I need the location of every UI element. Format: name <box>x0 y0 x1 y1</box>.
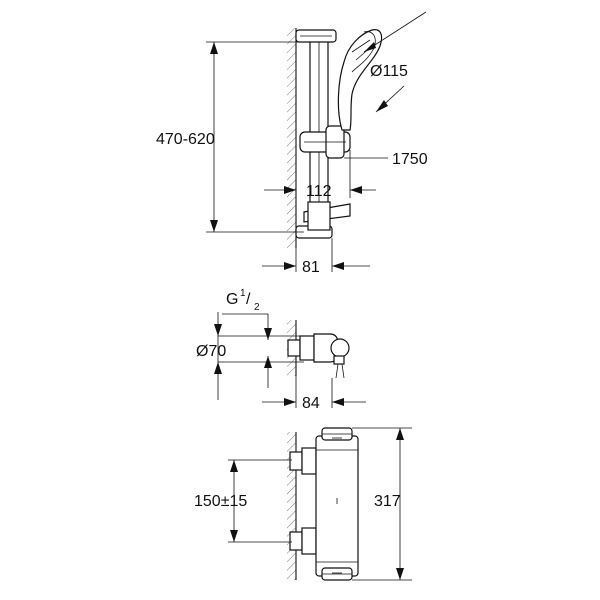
thread-label: G <box>226 291 238 308</box>
inlet-connector-top <box>289 447 317 475</box>
head-diameter-label: Ø115 <box>370 63 408 80</box>
width-label: 317 <box>374 493 401 510</box>
valve-front-view: 150±15 317 <box>194 427 412 581</box>
shower-set-view: 470-620 Ø115 1750 112 <box>156 11 428 276</box>
thread-superscript: 1 <box>240 288 246 299</box>
height-dimension-label: 470-620 <box>156 131 215 148</box>
valve-side-view: G 1 / 2 Ø70 84 <box>196 288 366 412</box>
valve-body-side <box>313 333 350 379</box>
hose-length-dimension: 1750 <box>344 151 428 168</box>
head-diameter-dimension: Ø115 <box>363 11 427 113</box>
inlet-connector-bottom <box>289 527 317 555</box>
side-depth-dimension: 84 <box>262 376 366 412</box>
soap-dish <box>303 201 351 231</box>
thermostat-body <box>315 427 359 581</box>
rosette-diameter-dimension: Ø70 <box>196 312 304 400</box>
width-dimension: 317 <box>352 427 412 581</box>
height-dimension: 470-620 <box>156 41 304 233</box>
holder-depth-label: 81 <box>302 259 320 276</box>
rosette-diameter-label: Ø70 <box>196 343 226 360</box>
center-distance-dimension: 150±15 <box>194 459 292 543</box>
center-distance-label: 150±15 <box>194 493 247 510</box>
hose-length-label: 1750 <box>392 151 428 168</box>
side-depth-label: 84 <box>302 395 320 412</box>
wall-connector <box>287 339 301 357</box>
thread-subscript: 2 <box>254 302 260 313</box>
rail-depth-dimension: 112 <box>264 150 376 200</box>
rail-depth-label: 112 <box>306 183 332 200</box>
rail-slider <box>299 125 351 159</box>
holder-depth-dimension: 81 <box>262 238 370 276</box>
wall-section-top <box>287 28 297 248</box>
rosette <box>299 335 315 361</box>
thread-dimension: G 1 / 2 <box>222 288 272 388</box>
thread-slash: / <box>246 291 251 308</box>
